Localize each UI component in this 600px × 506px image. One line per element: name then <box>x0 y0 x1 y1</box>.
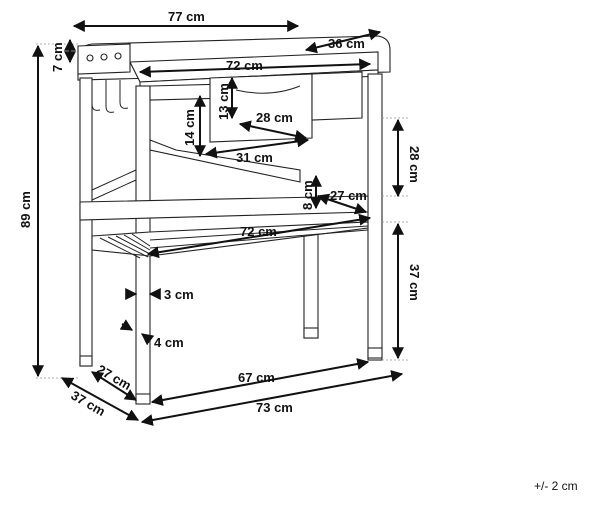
front-right-foot <box>367 347 383 359</box>
drawer-handle <box>235 85 301 94</box>
label-leg-depth: 4 cm <box>154 335 184 350</box>
label-total-height: 89 cm <box>18 191 33 228</box>
label-drawer-depth-bottom: 31 cm <box>236 150 273 165</box>
arrow-shelf-width <box>146 213 372 259</box>
arrow-leg-depth-left <box>119 319 134 331</box>
back-left-leg <box>79 77 93 367</box>
arrow-shelf-depth <box>316 193 368 215</box>
arrow-leg-depth-right <box>141 333 155 346</box>
label-leg-width: 3 cm <box>164 287 194 302</box>
label-shelf-height: 37 cm <box>407 264 422 301</box>
hooks <box>77 43 131 113</box>
label-shelf-width: 72 cm <box>240 224 277 239</box>
label-drawer-depth: 28 cm <box>256 110 293 125</box>
back-right-leg <box>303 229 319 339</box>
label-base-depth-inner: 27 cm <box>95 362 134 393</box>
lower-shelf <box>91 221 369 257</box>
label-drawer-width: 72 cm <box>226 58 263 73</box>
arrow-base-width-outer <box>140 370 404 426</box>
label-base-width-inner: 67 cm <box>238 370 275 385</box>
back-left-foot <box>79 355 93 367</box>
back-right-foot <box>303 327 319 339</box>
label-backboard-height: 7 cm <box>50 42 65 72</box>
bench-drawing <box>77 35 391 405</box>
front-right-leg <box>367 73 383 361</box>
dimension-arrows <box>32 20 404 426</box>
label-base-width-outer: 73 cm <box>256 400 293 415</box>
label-top-width: 77 cm <box>168 9 205 24</box>
side-brace <box>91 169 137 201</box>
shelf-slats <box>99 225 369 259</box>
tolerance-note: +/- 2 cm <box>534 479 578 493</box>
label-top-depth: 36 cm <box>328 36 365 51</box>
label-drawer-height-front: 13 cm <box>216 83 231 120</box>
label-shelf-depth: 27 cm <box>330 188 367 203</box>
shelf-rim <box>79 195 369 221</box>
arrow-top-depth <box>304 28 382 54</box>
front-left-foot <box>135 393 151 405</box>
arrow-drawer-depth-bottom <box>204 135 310 159</box>
label-shelf-rim: 8 cm <box>300 180 315 210</box>
arrow-drawer-width <box>138 58 372 78</box>
drawer-front <box>311 71 363 121</box>
label-shelf-gap: 28 cm <box>407 146 422 183</box>
label-drawer-height-side: 14 cm <box>182 109 197 146</box>
arrow-base-depth-outer <box>60 377 140 421</box>
diagonal-brace <box>149 139 301 183</box>
